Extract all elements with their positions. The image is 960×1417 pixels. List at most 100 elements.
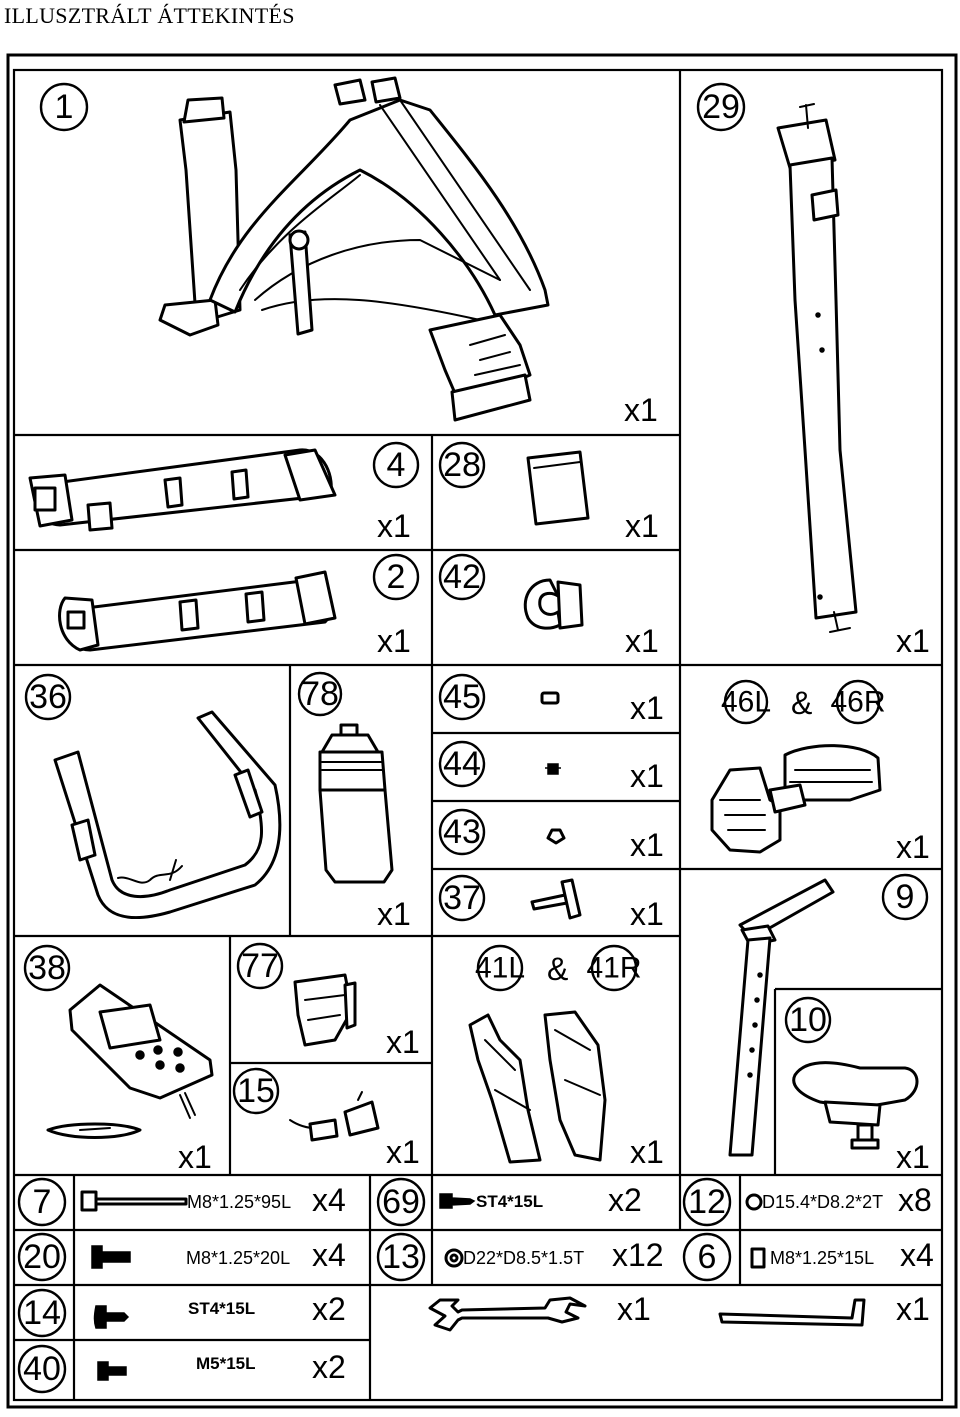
part-43-number-circle [438,808,486,856]
part-29-upright-tube: 29 x1 [696,82,930,659]
part-43-number: 43 [443,813,481,851]
part-44-number-circle [438,740,486,788]
part-44: 44 x1 [438,740,664,794]
water-bottle-drawing [318,723,394,884]
hardware-6-number: 6 [698,1238,717,1276]
part-28-qty: x1 [625,508,659,544]
wrench-icon [428,1296,587,1332]
hardware-40-qty: x2 [312,1349,346,1385]
part-46-pedals: 46L & 46R x1 [710,679,930,865]
allen-key-qty: x1 [896,1291,930,1327]
hardware-12-spec: D15.4*D8.2*2T [762,1192,883,1212]
part-10-seat: 10 x1 [784,996,930,1175]
part-77-bracket: 77 x1 [236,942,420,1060]
part-28-number: 28 [443,446,481,484]
part-1-qty: x1 [624,392,658,428]
part-46R-number: 46R [830,686,885,719]
part-42-number-circle [438,553,486,601]
part-44-qty: x1 [630,758,664,794]
part-46L-number-circle [723,679,769,725]
part-4-front-stabilizer: 4 x1 [28,441,420,544]
part-77-number: 77 [241,947,279,985]
part-43-qty: x1 [630,827,664,863]
hardware-20: 20 M8*1.25*20L x4 [17,1232,346,1282]
part-1-main-frame: 1 x1 [39,76,658,428]
bracket-drawing [293,973,357,1047]
hardware-20-number: 20 [23,1238,61,1276]
screw-icon [93,1305,130,1329]
hardware-7-number: 7 [33,1183,52,1221]
part-41L-number: 41L [475,952,525,985]
part-15-sensor: 15 x1 [232,1067,420,1170]
part-36-number: 36 [29,678,67,716]
hardware-14-qty: x2 [312,1291,346,1327]
hardware-12-qty: x8 [898,1182,932,1218]
part-36-handlebar: 36 [24,673,282,920]
hardware-7-spec: M8*1.25*95L [187,1192,291,1212]
hardware-40: 40 M5*15L x2 [17,1344,346,1394]
part-2-rear-stabilizer: 2 x1 [58,553,420,659]
part-41R-number-circle [590,944,638,992]
upright-tube-drawing [776,103,858,633]
part-29-number-circle [696,82,746,132]
hardware-13: 13 D22*D8.5*1.5T x12 [376,1232,664,1282]
part-37-qty: x1 [630,896,664,932]
side-covers-drawing [468,1010,607,1164]
part-37-number: 37 [443,879,481,917]
spring-washer-icon [745,1193,763,1211]
part-1-number-circle [39,82,89,132]
hardware-6-spec: M8*1.25*15L [770,1248,874,1268]
hardware-13-spec: D22*D8.5*1.5T [463,1248,584,1268]
part-41-ampersand: & [547,951,568,987]
part-77-number-circle [236,942,284,990]
part-10-number-circle [784,996,832,1044]
part-41-qty: x1 [630,1134,664,1170]
part-2-number: 2 [387,558,406,596]
part-9-number: 9 [896,878,915,916]
part-78-qty: x1 [377,896,411,932]
part-46-qty: x1 [896,829,930,865]
part-4-number-circle [372,441,420,489]
part-44-number: 44 [443,745,481,783]
part-38-number: 38 [28,949,66,987]
main-frame-drawing [158,76,550,422]
part-4-number: 4 [387,446,406,484]
hardware-20-spec: M8*1.25*20L [186,1248,290,1268]
part-46L-number: 46L [721,686,771,719]
hardware-40-spec: M5*15L [196,1354,256,1373]
part-46R-number-circle [835,679,881,725]
part-9-seat-slider: 9 [728,873,929,1157]
part-41R-number: 41R [586,952,641,985]
part-2-number-circle [372,553,420,601]
hardware-20-qty: x4 [312,1237,346,1273]
part-2-qty: x1 [377,623,411,659]
part-15-qty: x1 [386,1134,420,1170]
hardware-6-qty: x4 [900,1237,934,1273]
handlebar-drawing [53,710,282,920]
part-77-qty: x1 [386,1024,420,1060]
page-title: ILLUSZTRÁLT ÁTTEKINTÉS [4,3,295,28]
part-43: 43 x1 [438,808,664,863]
part-10-number: 10 [789,1001,827,1039]
sensor-drawing [289,1091,380,1142]
front-stabilizer-drawing [28,448,337,532]
part-38-number-circle [23,944,71,992]
part-29-qty: x1 [896,623,930,659]
part-41L-number-circle [476,944,524,992]
seat-slider-drawing [728,878,835,1157]
hardware-69-number: 69 [382,1183,420,1221]
hardware-13-qty: x12 [612,1237,664,1273]
hardware-14: 14 ST4*15L x2 [17,1288,346,1338]
nut-icon [750,1247,766,1269]
part-38-qty: x1 [178,1139,212,1175]
screw-icon [439,1193,476,1209]
part-15-number: 15 [237,1072,275,1110]
part-15-number-circle [232,1067,280,1115]
hardware-12-number: 12 [688,1183,726,1221]
tool-allen-key: x1 [718,1291,930,1327]
hardware-13-number: 13 [382,1238,420,1276]
part-28-panel: 28 x1 [438,441,659,544]
pedal-drawing [710,744,882,854]
allen-key-icon [718,1298,866,1327]
part-42-number: 42 [443,558,481,596]
